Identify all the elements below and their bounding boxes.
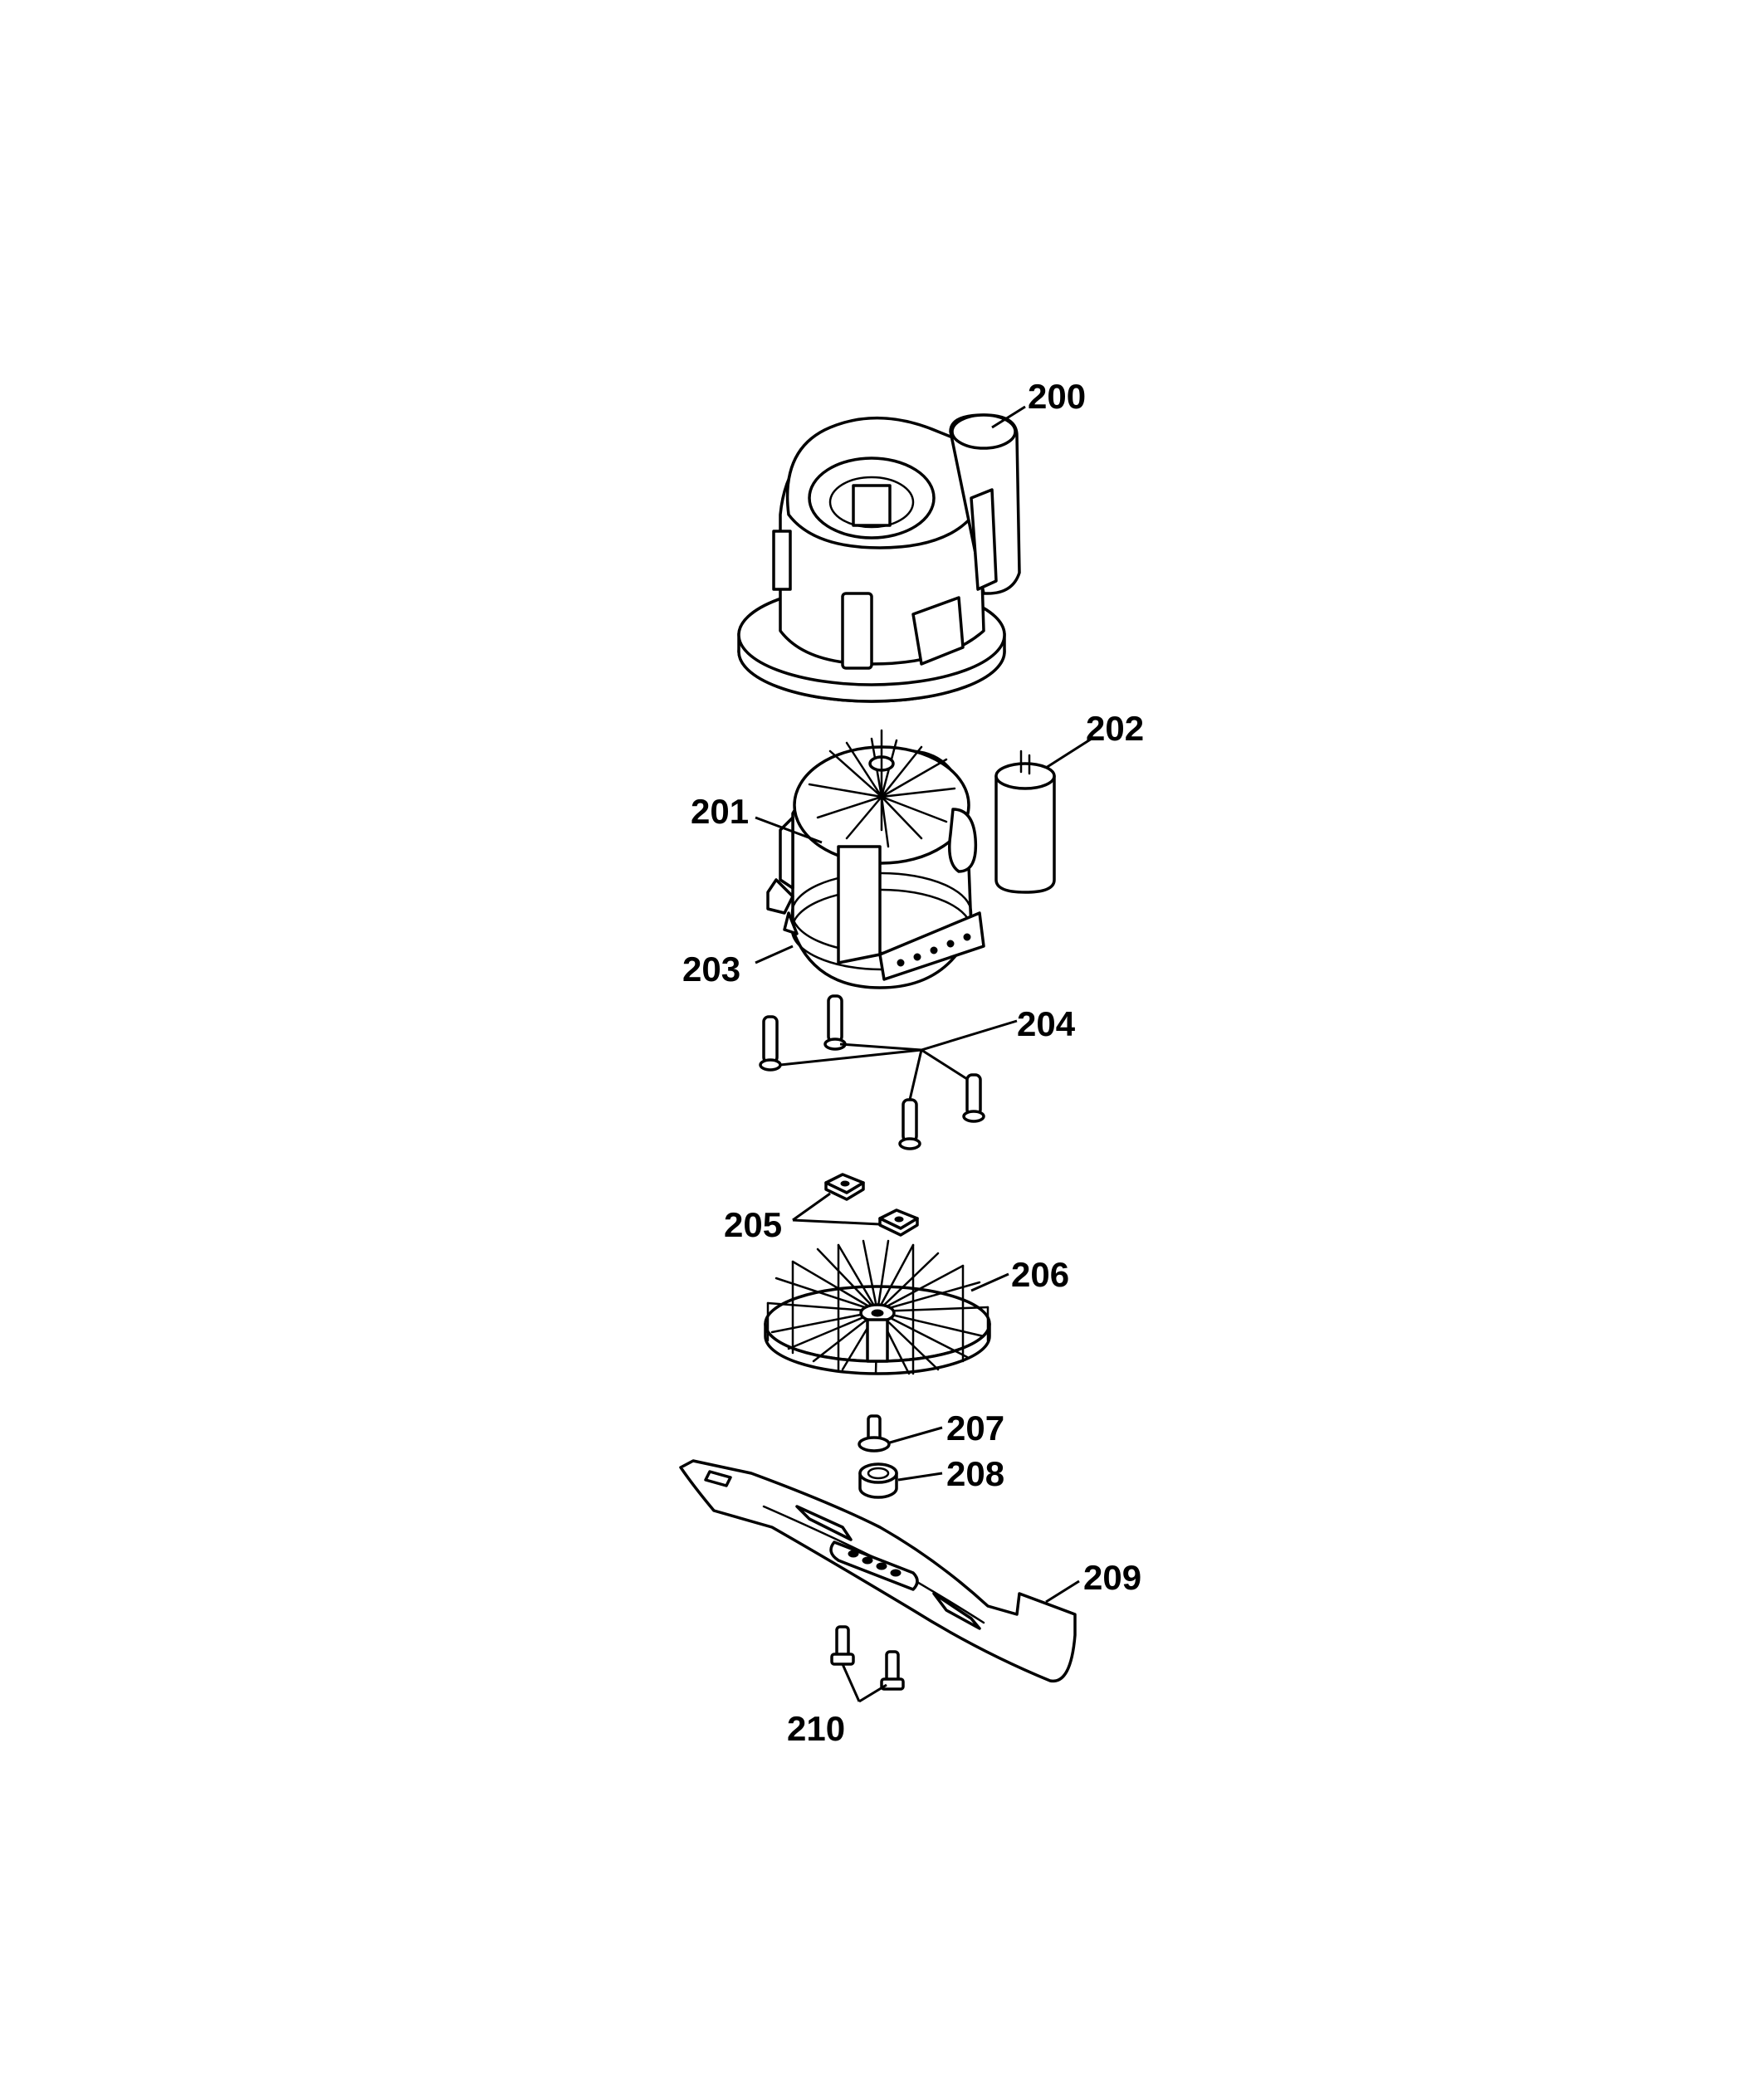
callout-204: 204	[1017, 1004, 1076, 1043]
leader-207	[889, 1426, 943, 1444]
leader-208	[897, 1472, 943, 1482]
leader-209	[1045, 1579, 1080, 1604]
leader-210b	[858, 1683, 887, 1703]
part-206-fan	[764, 1239, 991, 1375]
leader-205a	[792, 1192, 831, 1222]
leader-201	[755, 816, 823, 844]
callout-labels: 200 201 202 203 204 205 206 207 208 209 …	[682, 377, 1144, 1748]
part-209-blade	[679, 1459, 1077, 1683]
callout-208: 208	[946, 1454, 1004, 1493]
leader-203	[755, 945, 794, 964]
leader-204c	[908, 1049, 923, 1101]
part-202-capacitor	[994, 749, 1056, 894]
part-204-screws	[759, 994, 985, 1150]
callout-209: 209	[1083, 1558, 1141, 1597]
callout-202: 202	[1086, 709, 1144, 748]
callout-203: 203	[682, 950, 740, 989]
leader-204	[779, 1019, 1018, 1067]
part-210-screws	[830, 1625, 905, 1691]
leader-202	[1045, 737, 1092, 769]
part-205-nuts	[824, 1173, 919, 1237]
part-207-bolt	[858, 1414, 891, 1452]
leader-204d	[921, 1048, 968, 1081]
callout-200: 200	[1028, 377, 1086, 416]
part-208-spacer	[858, 1462, 898, 1499]
leader-200	[991, 405, 1026, 429]
callout-201: 201	[691, 792, 749, 831]
callout-206: 206	[1011, 1255, 1069, 1294]
leader-204b	[839, 1042, 922, 1052]
leader-206	[970, 1272, 1009, 1292]
part-201-motor	[766, 729, 985, 989]
leader-lines	[755, 405, 1092, 1703]
leader-210a	[841, 1663, 861, 1702]
part-200-motor-housing	[737, 413, 1021, 703]
callout-207: 207	[946, 1409, 1004, 1448]
callout-205: 205	[724, 1205, 782, 1244]
callout-210: 210	[787, 1709, 845, 1748]
leader-205b	[792, 1218, 881, 1226]
